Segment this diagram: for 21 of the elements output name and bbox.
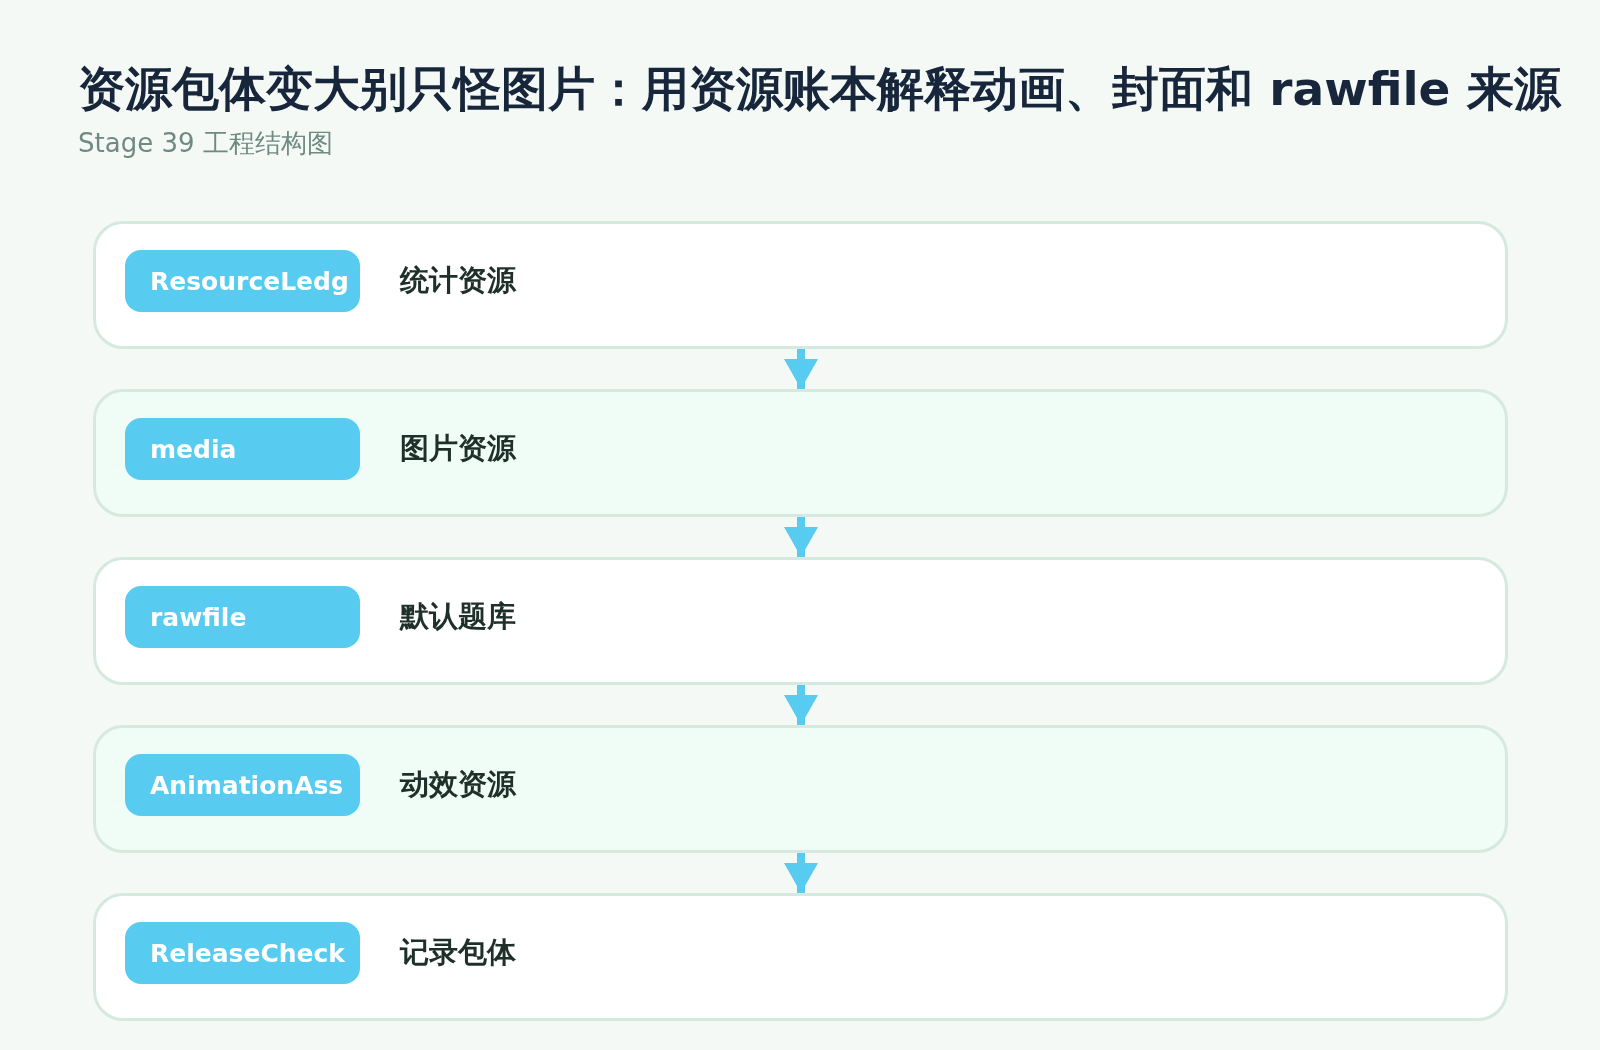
module-tag: rawfile (125, 586, 360, 648)
module-tag: ReleaseCheck (125, 922, 360, 984)
step-text: 图片资源 (400, 431, 516, 466)
step-card (93, 557, 1508, 685)
module-tag: AnimationAss (125, 754, 360, 816)
step-text: 统计资源 (400, 263, 516, 298)
step-text: 记录包体 (400, 935, 516, 970)
step-text: 动效资源 (400, 767, 516, 802)
step-card (93, 221, 1508, 349)
step-text: 默认题库 (400, 599, 516, 634)
step-card (93, 725, 1508, 853)
module-tag: ResourceLedg (125, 250, 360, 312)
arrow (784, 517, 818, 557)
module-tag: media (125, 418, 360, 480)
arrow (784, 853, 818, 893)
step-card (93, 893, 1508, 1021)
subtitle: Stage 39 工程结构图 (78, 128, 333, 160)
step-card (93, 389, 1508, 517)
arrow (784, 349, 818, 389)
arrow (784, 685, 818, 725)
title: 资源包体变大别只怪图片：用资源账本解释动画、封面和 rawfile 来源 (78, 62, 1561, 117)
